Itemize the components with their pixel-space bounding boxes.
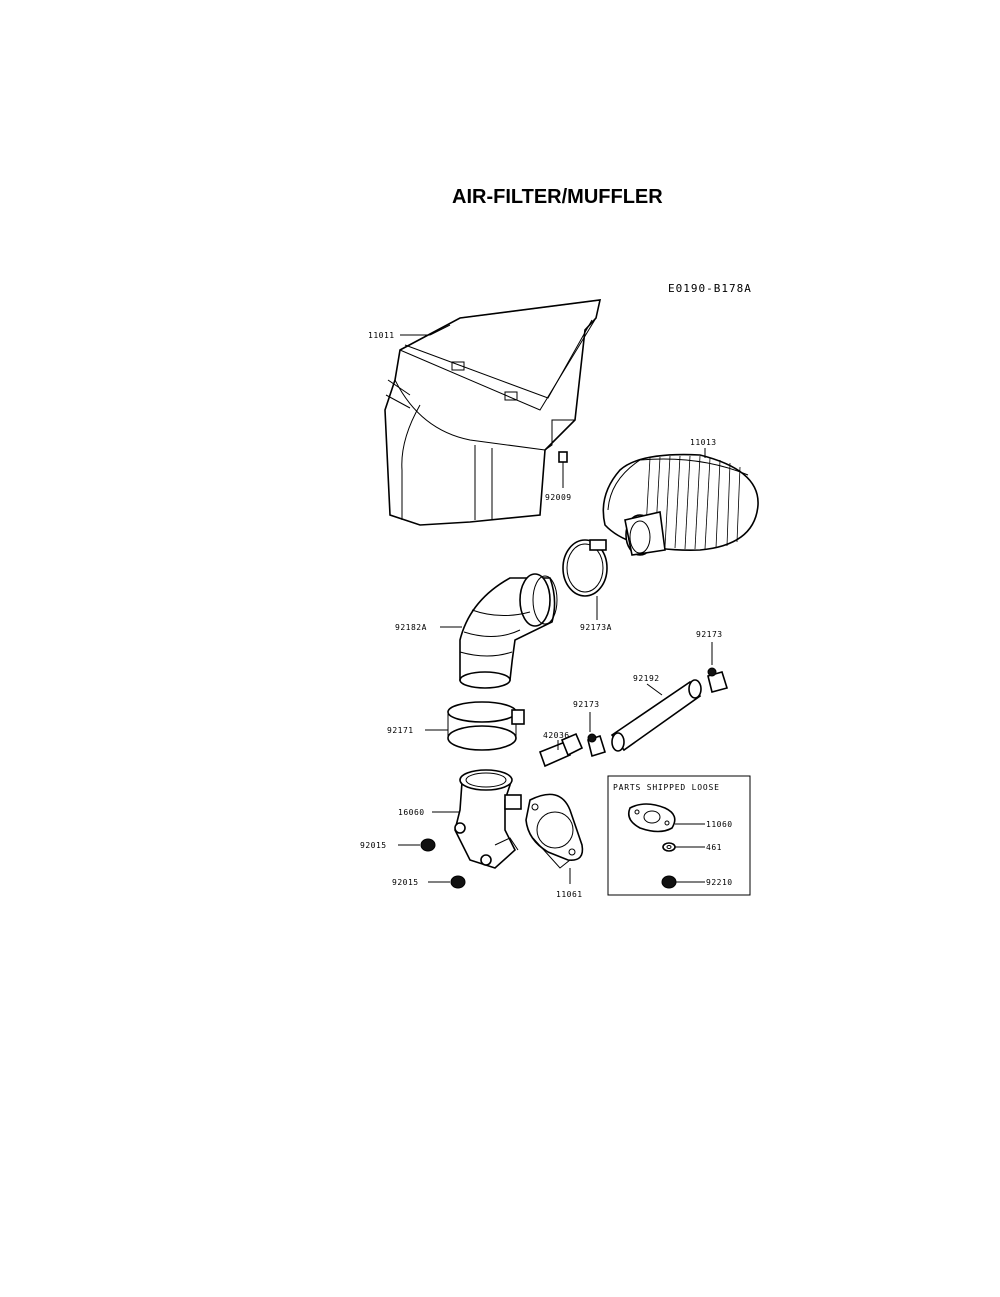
label-92015-b: 92015	[392, 878, 419, 887]
leader-lines	[398, 324, 713, 884]
label-11060: 11060	[706, 820, 733, 829]
part-labels: 11011 11013 92009 92173A 92182A 92173 92…	[360, 331, 723, 899]
nut-92015-a	[420, 838, 436, 852]
label-92192: 92192	[633, 674, 660, 683]
clip-92173-right	[707, 667, 729, 693]
label-42036: 42036	[543, 731, 570, 740]
loose-gasket-11060	[627, 803, 676, 833]
diagram-code: E0190-B178A	[668, 282, 752, 295]
label-11013: 11013	[690, 438, 717, 447]
label-92171: 92171	[387, 726, 414, 735]
label-92173-left: 92173	[573, 700, 600, 709]
label-16060: 16060	[398, 808, 425, 817]
clip-92173-left	[587, 733, 607, 758]
box-title: PARTS SHIPPED LOOSE	[613, 783, 720, 792]
loose-washer-461	[662, 842, 676, 852]
nut-92015-b	[450, 875, 466, 889]
air-filter-housing	[384, 299, 602, 526]
label-461: 461	[706, 843, 722, 852]
gasket-11061	[525, 793, 584, 862]
fitting-42036	[538, 732, 584, 768]
label-92009: 92009	[545, 493, 572, 502]
label-11061: 11061	[556, 890, 583, 899]
clamp-92173A	[562, 539, 608, 597]
parts-shipped-loose-box: PARTS SHIPPED LOOSE 11060 461 92210	[607, 775, 751, 896]
label-92182A: 92182A	[395, 623, 427, 632]
loose-nut-92210	[661, 875, 677, 889]
filter-element	[602, 453, 759, 556]
hose-92192	[610, 679, 702, 752]
label-11011: 11011	[368, 331, 395, 340]
label-92173-right: 92173	[696, 630, 723, 639]
page-title: AIR-FILTER/MUFFLER	[452, 186, 663, 208]
label-92015-a: 92015	[360, 841, 387, 850]
bolt-92009	[558, 451, 568, 470]
carburetor-adapter	[454, 769, 522, 869]
intake-elbow	[459, 573, 558, 689]
label-92173A: 92173A	[580, 623, 612, 632]
clamp-92171	[447, 701, 525, 751]
label-92210: 92210	[706, 878, 733, 887]
